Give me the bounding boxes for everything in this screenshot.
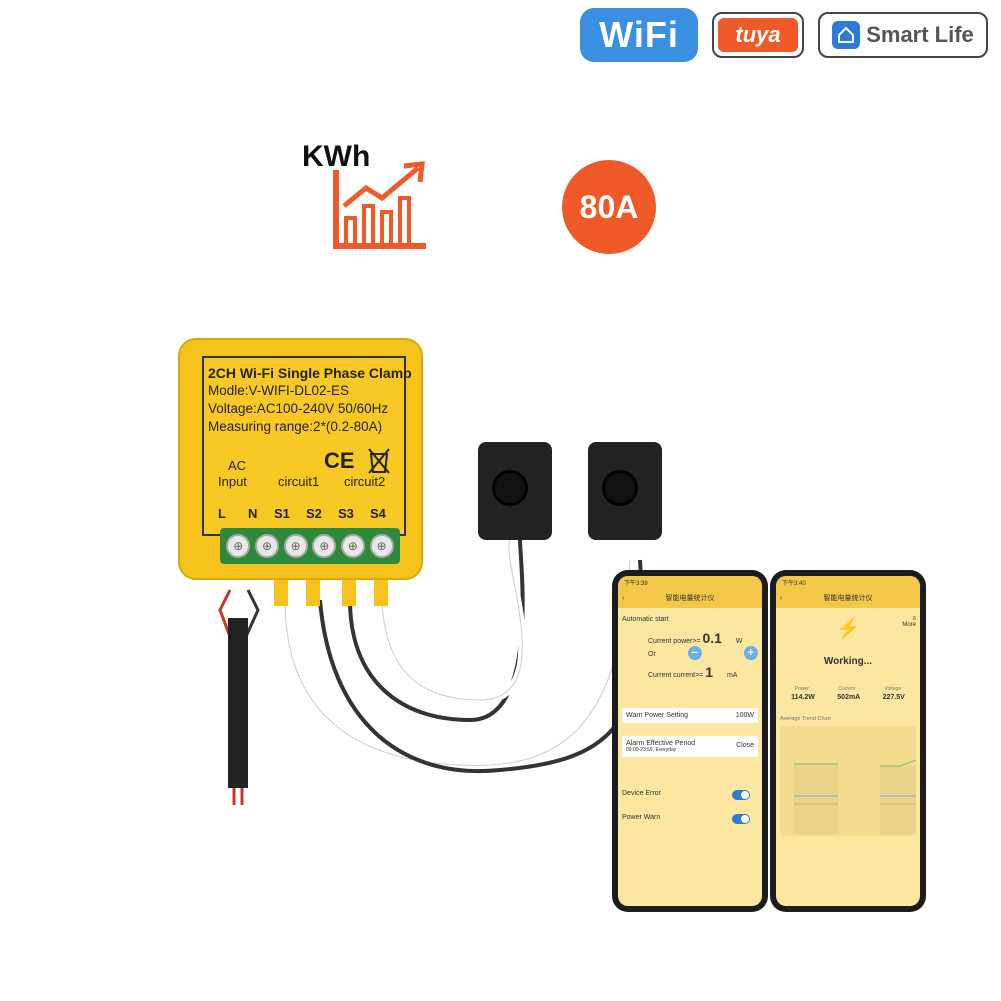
lightning-icon: ⚡	[835, 618, 861, 640]
terminal-l: L	[218, 506, 226, 521]
alarm-period-sub: 00:00-23:59, Everyday	[626, 747, 677, 753]
current-current-label: Current current>=	[648, 672, 704, 679]
current-value: 502mA	[837, 694, 861, 701]
wifi-badge: WiFi	[580, 8, 698, 62]
more-label: More	[902, 622, 916, 628]
screw-icon: ⊕	[312, 534, 337, 558]
power-warn-toggle[interactable]	[732, 814, 750, 824]
current-label: Current	[838, 686, 856, 692]
tuya-text: tuya	[718, 18, 798, 52]
phone-screen-settings: 下午3:39 ‹ 智能电量统计仪 Automatic start Current …	[618, 576, 762, 906]
home-icon	[832, 21, 861, 49]
smart-life-badge: Smart Life	[818, 12, 988, 58]
device-error-row: Device Error	[622, 790, 758, 800]
terminal-s3: S3	[338, 506, 354, 521]
terminal-s1: S1	[274, 506, 290, 521]
back-icon[interactable]: ‹	[622, 594, 625, 602]
app-title: 智能电量统计仪	[823, 595, 873, 602]
screw-icon: ⊕	[340, 534, 365, 558]
terminal-n: N	[248, 506, 258, 521]
power-value: 0.1	[702, 630, 722, 646]
app-bar: ‹ 智能电量统计仪	[618, 588, 762, 608]
automatic-start-label: Automatic start	[622, 616, 669, 623]
metric-labels: Power Current Voltage	[780, 686, 916, 692]
or-label: Or	[648, 651, 656, 658]
screw-icon: ⊕	[254, 534, 279, 558]
current-value: 1	[705, 664, 713, 680]
back-icon[interactable]: ‹	[780, 594, 783, 602]
device-voltage: Voltage:AC100-240V 50/60Hz	[208, 401, 389, 416]
metric-values: 114.2W 502mA 227.5V	[780, 694, 916, 701]
clamp-meter-device: 2CH Wi-Fi Single Phase Clamp Modle:V-WIF…	[178, 338, 423, 580]
screw-icon: ⊕	[283, 534, 308, 558]
trend-chart-lines	[794, 759, 917, 834]
automatic-start-row: Automatic start	[622, 616, 758, 623]
or-row: Or − +	[648, 646, 758, 660]
device-error-toggle[interactable]	[732, 790, 750, 800]
ce-mark: CE	[324, 448, 355, 473]
current-clamp-2	[588, 442, 662, 540]
alarm-close: Close	[736, 742, 754, 749]
warn-power-value: 100W	[735, 712, 754, 719]
ac-label: AC	[228, 458, 247, 473]
plus-button[interactable]: +	[743, 646, 758, 660]
clamp-hole	[492, 470, 528, 506]
current-rating-badge: 80A	[562, 160, 656, 254]
alarm-period-label: Alarm Effective Period	[626, 740, 696, 747]
clamp-hole	[602, 470, 638, 506]
phone-dashboard: 下午3:40 ‹ 智能电量统计仪 ⚡ ≡More Working... Power…	[770, 570, 926, 912]
energy-chart-icon	[333, 161, 426, 249]
current-power-label: Current power>=	[648, 638, 701, 645]
terminal-block: ⊕ ⊕ ⊕ ⊕ ⊕ ⊕	[220, 528, 400, 564]
status-bar: 下午3:40	[776, 576, 920, 588]
current-clamp-1	[478, 442, 552, 540]
weee-bin-icon	[368, 448, 390, 474]
power-unit: W	[735, 638, 743, 645]
kwh-label: KWh	[302, 140, 371, 173]
working-status: Working...	[823, 656, 873, 667]
device-label: 2CH Wi-Fi Single Phase Clamp Modle:V-WIF…	[202, 356, 412, 536]
power-warn-row: Power Warn	[622, 814, 758, 824]
input-label: Input	[218, 474, 247, 489]
minus-button[interactable]: −	[687, 646, 702, 660]
circuit2-label: circuit2	[344, 474, 386, 489]
terminal-s4: S4	[370, 506, 386, 521]
app-title: 智能电量统计仪	[665, 595, 715, 602]
app-bar: ‹ 智能电量统计仪	[776, 588, 920, 608]
trend-title: Average Trend Chart	[780, 716, 831, 722]
power-label: Power	[794, 686, 809, 692]
warn-power-row[interactable]: Warn Power Setting 100W	[622, 708, 758, 723]
device-error-label: Device Error	[622, 790, 661, 797]
wifi-text: WiFi	[599, 14, 679, 55]
status-bar: 下午3:39	[618, 576, 762, 588]
phone-screen-dashboard: 下午3:40 ‹ 智能电量统计仪 ⚡ ≡More Working... Power…	[776, 576, 920, 906]
warn-power-label: Warn Power Setting	[626, 712, 688, 719]
power-warn-label: Power Warn	[622, 814, 661, 821]
voltage-value: 227.5V	[882, 694, 905, 701]
screw-icon: ⊕	[369, 534, 394, 558]
more-button[interactable]: ≡More	[902, 616, 916, 628]
circuit1-label: circuit1	[278, 474, 320, 489]
smart-life-text: Smart Life	[866, 22, 974, 47]
terminal-s2: S2	[306, 506, 322, 521]
current-current-row: Current current>= 1 mA	[648, 664, 758, 680]
current-unit: mA	[726, 672, 738, 679]
trend-chart	[780, 726, 917, 836]
power-value: 114.2W	[791, 694, 815, 701]
screw-icon: ⊕	[226, 534, 251, 558]
device-title: 2CH Wi-Fi Single Phase Clamp	[208, 365, 412, 381]
current-power-row: Current power>= 0.1 W	[648, 630, 758, 646]
device-model: Modle:V-WIFI-DL02-ES	[208, 383, 350, 398]
phone-settings: 下午3:39 ‹ 智能电量统计仪 Automatic start Current …	[612, 570, 768, 912]
device-range: Measuring range:2*(0.2-80A)	[208, 419, 383, 434]
tuya-badge: tuya	[712, 12, 804, 58]
voltage-label: Voltage	[884, 686, 902, 692]
